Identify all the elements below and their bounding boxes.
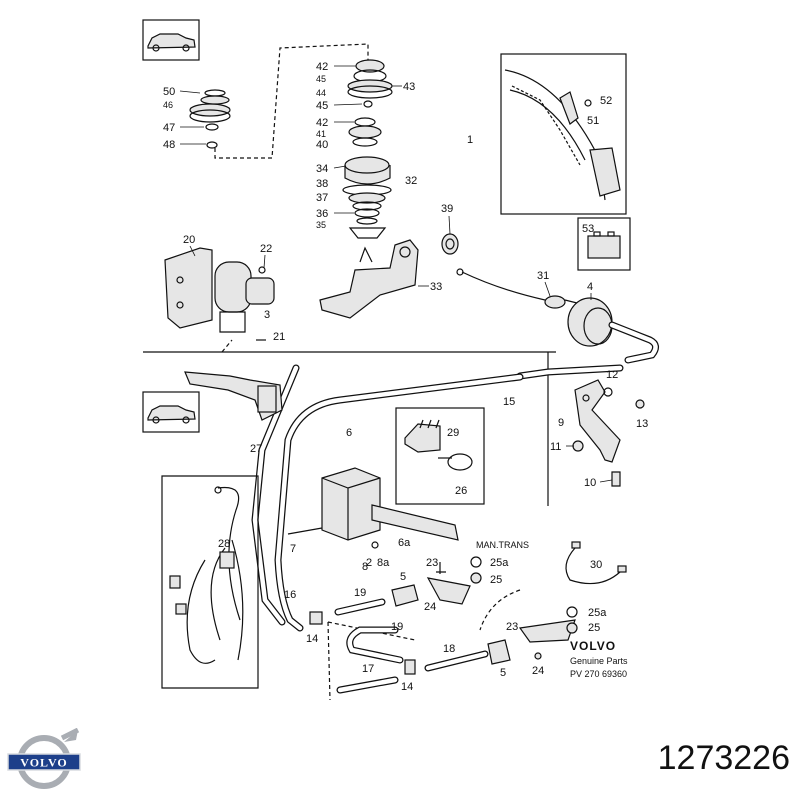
car-silhouette-top [142, 19, 200, 61]
callout-6a: 6a [398, 537, 411, 549]
callout-16: 16 [284, 589, 296, 601]
callout-42-top: 42 [316, 61, 328, 73]
callout-25-upper: 25 [490, 574, 502, 586]
callout-39: 39 [441, 203, 453, 215]
callout-6: 6 [346, 427, 352, 439]
callout-45-top: 45 [316, 74, 326, 84]
callout-36: 36 [316, 208, 328, 220]
small-pulley-assembly [189, 89, 231, 149]
callout-48: 48 [163, 139, 175, 151]
callout-8: 8 [362, 561, 368, 573]
callout-15: 15 [503, 396, 515, 408]
callout-29: 29 [447, 427, 459, 439]
callout-45: 45 [316, 100, 328, 112]
callout-31: 31 [537, 270, 549, 282]
callout-27: 27 [250, 443, 262, 455]
callout-22: 22 [260, 243, 272, 255]
callout-17: 17 [362, 663, 374, 675]
stamp-brand: VOLVO [570, 639, 616, 653]
callout-25-lower: 25 [588, 622, 600, 634]
callout-46: 46 [163, 100, 173, 110]
callout-40: 40 [316, 139, 328, 151]
wire-30 [565, 541, 627, 585]
volvo-logo: VOLVO [7, 728, 81, 789]
callout-34: 34 [316, 163, 328, 175]
callout-10: 10 [584, 477, 596, 489]
bracket-27 [184, 371, 283, 421]
callout-50: 50 [163, 86, 175, 98]
callout-52: 52 [600, 95, 612, 107]
bracket-9 [572, 379, 645, 487]
callout-19-lower: 19 [391, 621, 403, 633]
bracket-33 [319, 233, 459, 319]
callout-19-upper: 19 [354, 587, 366, 599]
callout-44: 44 [316, 88, 326, 98]
callout-7: 7 [290, 543, 296, 555]
callout-43: 43 [403, 81, 415, 93]
callout-25a-lower: 25a [588, 607, 607, 619]
callout-38: 38 [316, 178, 328, 190]
callout-53: 53 [582, 223, 594, 235]
part-number: 1273226 [657, 739, 790, 777]
callout-20: 20 [183, 234, 195, 246]
callout-33: 33 [430, 281, 442, 293]
car-silhouette-lower [142, 391, 200, 433]
callout-51: 51 [587, 115, 599, 127]
callout-23-upper: 23 [426, 557, 438, 569]
callout-30: 30 [590, 559, 602, 571]
valve-brackets [426, 556, 578, 660]
stamp-line2: PV 270 69360 [570, 669, 627, 679]
callout-37: 37 [316, 192, 328, 204]
callout-25a-upper: 25a [490, 557, 509, 569]
logo-text: VOLVO [20, 756, 67, 770]
callout-labels: 50 46 47 48 42 45 43 44 45 42 41 40 34 3… [163, 61, 648, 693]
lower-hose-assembly [309, 584, 511, 701]
callout-2: 2 [366, 557, 372, 569]
vacuum-unit-3 [164, 247, 275, 341]
callout-35: 35 [316, 220, 326, 230]
vacuum-hose-15 [274, 364, 624, 632]
cable-31-servo-4 [456, 268, 659, 364]
callout-5-lower: 5 [500, 667, 506, 679]
callout-12: 12 [606, 369, 618, 381]
callout-8a: 8a [377, 557, 390, 569]
callout-1: 1 [467, 134, 473, 146]
wiring-harness-inset [161, 475, 259, 689]
note-man-trans: MAN.TRANS [476, 540, 529, 550]
assembly-link-line [214, 43, 369, 159]
stamp-line1: Genuine Parts [570, 656, 628, 666]
callout-11: 11 [550, 441, 561, 453]
control-unit-2 [287, 467, 459, 549]
callout-14-lower: 14 [401, 681, 413, 693]
callout-23-lower: 23 [506, 621, 518, 633]
callout-24-upper: 24 [424, 601, 436, 613]
vacuum-servo-stack [342, 59, 393, 239]
callout-32: 32 [405, 175, 417, 187]
callout-47: 47 [163, 122, 175, 134]
callout-3: 3 [264, 309, 270, 321]
genuine-parts-stamp: VOLVO Genuine Parts PV 270 69360 [570, 639, 628, 679]
callout-21: 21 [273, 331, 285, 343]
callout-26: 26 [455, 485, 467, 497]
callout-9: 9 [558, 417, 564, 429]
control-module-53 [577, 217, 631, 271]
callout-14-upper: 14 [306, 633, 318, 645]
callout-42: 42 [316, 117, 328, 129]
callout-41: 41 [316, 129, 326, 139]
callout-5-upper: 5 [400, 571, 406, 583]
callout-4: 4 [587, 281, 593, 293]
relay-inset [395, 407, 485, 505]
callout-24-lower: 24 [532, 665, 544, 677]
pedal-inset [500, 53, 627, 215]
callout-13: 13 [636, 418, 648, 430]
callout-28: 28 [218, 538, 230, 550]
callout-18: 18 [443, 643, 455, 655]
